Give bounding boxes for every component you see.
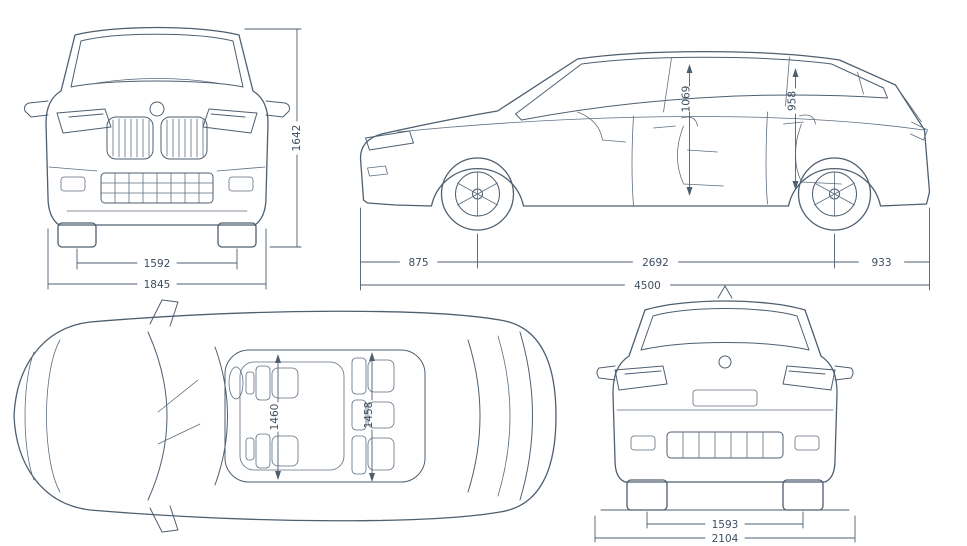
dim-overall-height: 1642 — [244, 28, 303, 248]
dim-row-overhangs: 875 2692 933 — [360, 207, 930, 291]
bmw-roundel — [149, 101, 165, 117]
wheel-rear-right — [782, 479, 824, 511]
dim-label-track: 1592 — [144, 258, 171, 270]
interior-sketch — [577, 111, 842, 187]
roof-front-edge — [214, 346, 228, 486]
lower-grille — [100, 172, 214, 204]
bmw-roundel-rear — [718, 355, 732, 369]
wheel-front-left — [57, 222, 97, 248]
mirror-left-rear — [596, 365, 616, 381]
front-view-drawing: 1642 1592 1845 — [24, 26, 303, 291]
dim-front-headroom: 1069 — [681, 64, 693, 196]
wiper-cowl — [96, 78, 218, 84]
top-car-body — [13, 299, 557, 533]
side-glasshouse — [515, 56, 888, 121]
dim-rear-track: 1593 — [646, 511, 804, 531]
top-view-panel: 1460 1458 — [0, 292, 570, 546]
front-car-body — [24, 26, 290, 248]
dim-label-wheelbase: 2692 — [642, 257, 669, 269]
fog-intake-right — [228, 176, 254, 192]
kidney-grille — [106, 116, 208, 160]
rear-window-edge — [467, 339, 481, 493]
wheel-rear — [797, 157, 872, 231]
dim-label-width: 1845 — [144, 279, 171, 291]
taillight-right — [782, 365, 836, 391]
mirrors-top — [149, 299, 179, 533]
roof-panel — [224, 349, 426, 483]
dim-label-front-headroom: 1069 — [681, 86, 693, 113]
dim-label-width-mirrors: 2104 — [712, 533, 739, 545]
dim-rear-headroom: 958 — [787, 68, 799, 190]
dim-label-rear-overhang: 933 — [871, 257, 891, 269]
rear-car-body — [596, 285, 854, 511]
side-view-drawing: 1069 958 875 2692 933 4500 — [359, 50, 931, 292]
mirror-right-rear — [834, 365, 854, 381]
wheel-rear-left — [626, 479, 668, 511]
dim-rear-interior-width: 1458 — [363, 352, 375, 482]
tailgate-edge — [519, 331, 533, 501]
dim-track-width: 1592 — [76, 248, 238, 270]
wheel-front-right — [217, 222, 257, 248]
windshield — [70, 33, 244, 88]
diffuser — [630, 431, 820, 459]
bumper-creases — [48, 166, 266, 172]
headlight-side — [365, 130, 414, 151]
wipers — [157, 379, 201, 445]
top-view-drawing: 1460 1458 — [13, 299, 557, 533]
mirror-left — [24, 100, 49, 118]
windshield-base — [147, 331, 168, 501]
dim-label-front-overhang: 875 — [408, 257, 428, 269]
rear-view-drawing: 1593 2104 — [594, 285, 856, 545]
dim-label-length: 4500 — [634, 280, 661, 292]
pillars — [663, 56, 864, 113]
taillight-side — [897, 87, 928, 141]
character-line — [397, 116, 924, 133]
dim-label-rear-track: 1593 — [712, 519, 739, 531]
front-view-panel: 1642 1592 1845 — [5, 5, 315, 295]
door-handles — [653, 121, 804, 129]
sunroof — [239, 361, 345, 471]
hood-creases — [24, 339, 61, 493]
side-view-panel: 1069 958 875 2692 933 4500 — [330, 0, 965, 300]
dim-label-rear-headroom: 958 — [787, 91, 799, 111]
mirror-right — [265, 100, 290, 118]
dim-front-interior-width: 1460 — [269, 354, 281, 480]
dim-width-mirrors: 2104 — [594, 515, 856, 545]
front-seats-top — [228, 365, 299, 469]
rear-view-panel: 1593 2104 — [575, 282, 880, 546]
dim-label-rear-interior: 1458 — [363, 402, 375, 429]
headlight-left — [56, 108, 112, 134]
dim-label-front-interior: 1460 — [269, 404, 281, 431]
dim-overall-width: 1845 — [47, 228, 267, 291]
headlight-right — [202, 108, 258, 134]
wheel-front — [440, 157, 515, 231]
door-cutlines — [631, 111, 768, 207]
shark-fin-antenna — [717, 285, 733, 299]
fog-intake-left — [60, 176, 86, 192]
trunk-line — [497, 335, 511, 497]
license-plate-area — [692, 389, 758, 407]
dim-overall-length: 4500 — [360, 280, 930, 292]
fog-side — [367, 165, 388, 177]
side-car-body — [359, 50, 931, 231]
taillight-left — [614, 365, 668, 391]
dim-label-height: 1642 — [291, 125, 303, 152]
rear-window — [640, 308, 810, 351]
rear-seats-top — [351, 357, 395, 475]
